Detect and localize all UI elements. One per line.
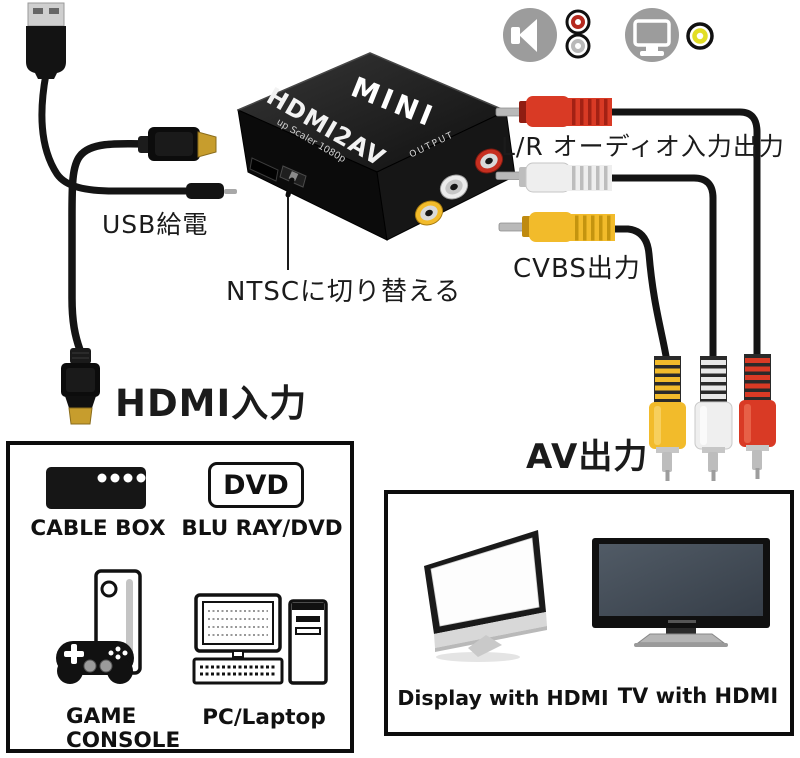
device-jack-red xyxy=(474,148,504,174)
display-with-hdmi-label: Display with HDMI xyxy=(397,686,609,710)
imac-display-icon xyxy=(424,530,547,662)
cvbs-output-label: CVBS出力 xyxy=(513,254,641,284)
game-console-label: GAME CONSOLE xyxy=(66,704,181,753)
hdmi-input-cable xyxy=(68,139,156,354)
usb-power-label: USB給電 xyxy=(102,210,209,239)
hdmi-input-label: HDMI入力 xyxy=(115,382,308,425)
device-jack-white xyxy=(439,174,469,200)
dvd-badge-text: DVD xyxy=(223,469,289,501)
hdmi-plug-horizontal xyxy=(138,127,217,161)
converter-device: MINI HDMI2AV up Scaler 1080p OUTPUT xyxy=(236,52,516,241)
rca-yellow-cable xyxy=(610,225,670,360)
av-output-label: AV出力 xyxy=(526,437,649,477)
usb-power-cable xyxy=(38,70,194,195)
monitor-icon xyxy=(625,8,679,62)
blu-ray-dvd-label: BLU RAY/DVD xyxy=(181,516,343,541)
rca-plug-red-vertical xyxy=(739,354,776,479)
pc-icon xyxy=(192,593,328,685)
rca-yellow-icon xyxy=(686,22,714,50)
rca-plug-white-vertical xyxy=(694,356,733,481)
rca-white-cable xyxy=(606,174,717,360)
cable-box-icon xyxy=(46,467,146,509)
speaker-icon xyxy=(503,8,557,62)
device-usb-port xyxy=(249,157,279,182)
usb-power-plug xyxy=(186,183,237,199)
pc-laptop-label: PC/Laptop xyxy=(202,705,326,730)
usb-a-connector xyxy=(26,2,66,79)
tv-with-hdmi-label: TV with HDMI xyxy=(617,684,779,708)
rca-plug-white-horizontal xyxy=(495,162,612,193)
hdmi-plug-vertical xyxy=(61,348,100,425)
rca-plug-yellow-horizontal xyxy=(498,212,615,242)
dvd-badge: DVD xyxy=(208,462,304,508)
tv-icon xyxy=(592,538,770,647)
rca-plug-yellow-vertical xyxy=(649,356,686,481)
source-devices-panel: CABLE BOX DVD BLU RAY/DVD GAME CONSOLE xyxy=(6,441,354,753)
display-devices-panel: Display with HDMI TV with HDMI xyxy=(384,490,794,736)
rca-white-icon xyxy=(565,33,591,59)
rca-plug-red-horizontal xyxy=(495,96,612,127)
rca-red-cable xyxy=(606,108,761,360)
game-console-icon xyxy=(56,569,142,684)
cable-box-label: CABLE BOX xyxy=(30,516,166,541)
lr-audio-label: L/R オーディオ入力出力 xyxy=(501,132,785,161)
rca-red-icon xyxy=(565,9,591,35)
device-jack-yellow xyxy=(414,200,444,226)
ntsc-switch-label: NTSCに切り替える xyxy=(226,277,462,307)
